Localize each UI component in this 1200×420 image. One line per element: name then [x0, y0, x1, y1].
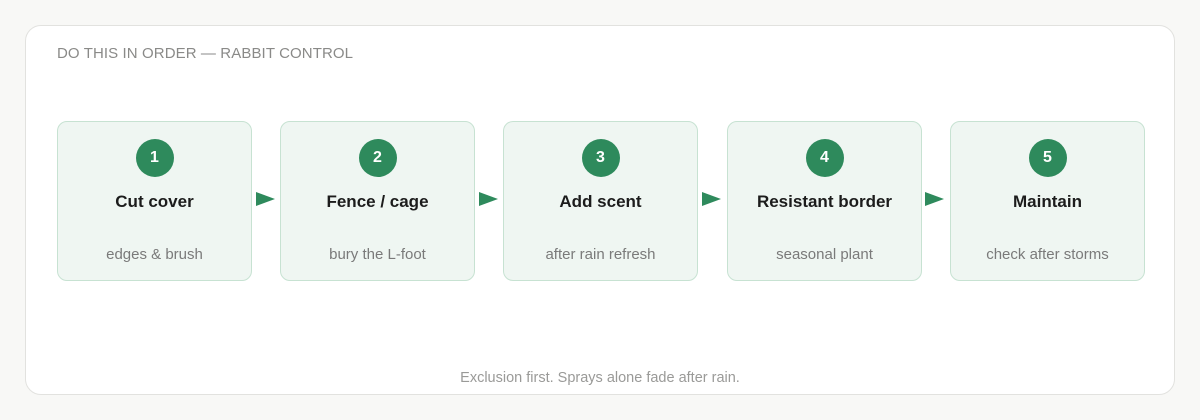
- step-title: Resistant border: [756, 192, 893, 211]
- step-flow: 1 Cut cover edges & brush 2 Fence / cage…: [26, 26, 1174, 394]
- step-subtitle: after rain refresh: [545, 246, 656, 263]
- diagram-heading: DO THIS IN ORDER — RABBIT CONTROL: [57, 45, 354, 62]
- step-number-badge: 4: [805, 139, 844, 177]
- step-title: Maintain: [1013, 192, 1082, 211]
- arrow-right-icon: [702, 192, 721, 206]
- arrow-right-icon: [256, 192, 275, 206]
- step-subtitle: check after storms: [986, 246, 1109, 263]
- arrow-right-icon: [479, 192, 498, 206]
- arrow-right-icon: [925, 192, 944, 206]
- step-subtitle: seasonal plant: [776, 246, 873, 263]
- step-number-badge: 1: [135, 139, 174, 177]
- step-subtitle: bury the L-foot: [329, 246, 426, 263]
- step-card-2: 2 Fence / cage bury the L-foot: [280, 121, 475, 281]
- step-card-5: 5 Maintain check after storms: [950, 121, 1145, 281]
- step-card-3: 3 Add scent after rain refresh: [503, 121, 698, 281]
- step-title: Fence / cage: [326, 192, 429, 211]
- step-number-badge: 3: [581, 139, 620, 177]
- step-number-badge: 2: [358, 139, 397, 177]
- step-subtitle: edges & brush: [106, 246, 203, 263]
- step-title: Add scent: [559, 192, 642, 211]
- footnote: Exclusion first. Sprays alone fade after…: [460, 370, 740, 386]
- step-title: Cut cover: [115, 192, 194, 211]
- diagram-card: DO THIS IN ORDER — RABBIT CONTROL 1 Cut …: [25, 25, 1175, 395]
- step-card-4: 4 Resistant border seasonal plant: [727, 121, 922, 281]
- step-card-1: 1 Cut cover edges & brush: [57, 121, 252, 281]
- step-number-badge: 5: [1028, 139, 1067, 177]
